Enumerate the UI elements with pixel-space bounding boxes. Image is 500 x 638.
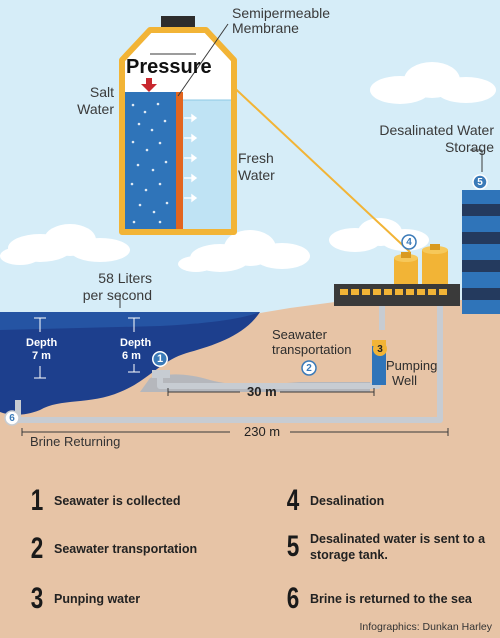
marker-4: 4 xyxy=(406,237,412,248)
salt-particles xyxy=(130,102,169,224)
cloud-top-right xyxy=(370,62,496,104)
markers xyxy=(4,174,488,426)
legend-item-4: 4 Desalination xyxy=(286,484,385,517)
cloud-center xyxy=(178,230,310,272)
pressure-label: Pressure xyxy=(126,56,212,78)
distance-arrows xyxy=(21,388,449,436)
cloud-right xyxy=(329,218,429,252)
brine-label: Brine Returning xyxy=(30,434,121,449)
pressure-arrow-icon xyxy=(141,78,157,92)
sea-surface xyxy=(0,312,260,330)
marker-2: 2 xyxy=(306,363,312,374)
legend-item-1: 1 Seawater is collected xyxy=(30,484,181,517)
legend: 1 Seawater is collected 2 Seawater trans… xyxy=(0,470,500,638)
marker-1: 1 xyxy=(156,353,164,365)
legend-item-2: 2 Seawater transportation xyxy=(30,532,198,565)
credit: Infographics: Dunkan Harley xyxy=(359,621,493,633)
legend-item-5: 5 Desalinated water is sent to a storage… xyxy=(286,530,486,563)
detail-connector xyxy=(225,79,411,253)
plant-tanks xyxy=(394,244,448,284)
marker-6: 6 xyxy=(9,413,15,424)
distance-230m: 230 m xyxy=(244,424,281,439)
legend-item-3: 3 Punping water xyxy=(30,582,141,615)
distance-30m: 30 m xyxy=(247,384,277,399)
cloud-left xyxy=(0,224,130,265)
flow-arrows xyxy=(184,113,198,203)
storage-tower xyxy=(462,190,500,314)
marker-3: 3 xyxy=(377,344,383,355)
legend-item-6: 6 Brine is returned to the sea xyxy=(286,582,472,615)
sea xyxy=(0,312,260,415)
plant-grid xyxy=(340,289,447,295)
intake xyxy=(152,370,170,378)
membrane-pointer xyxy=(177,23,229,97)
marker-5: 5 xyxy=(477,177,483,188)
depth-lines xyxy=(34,317,140,379)
